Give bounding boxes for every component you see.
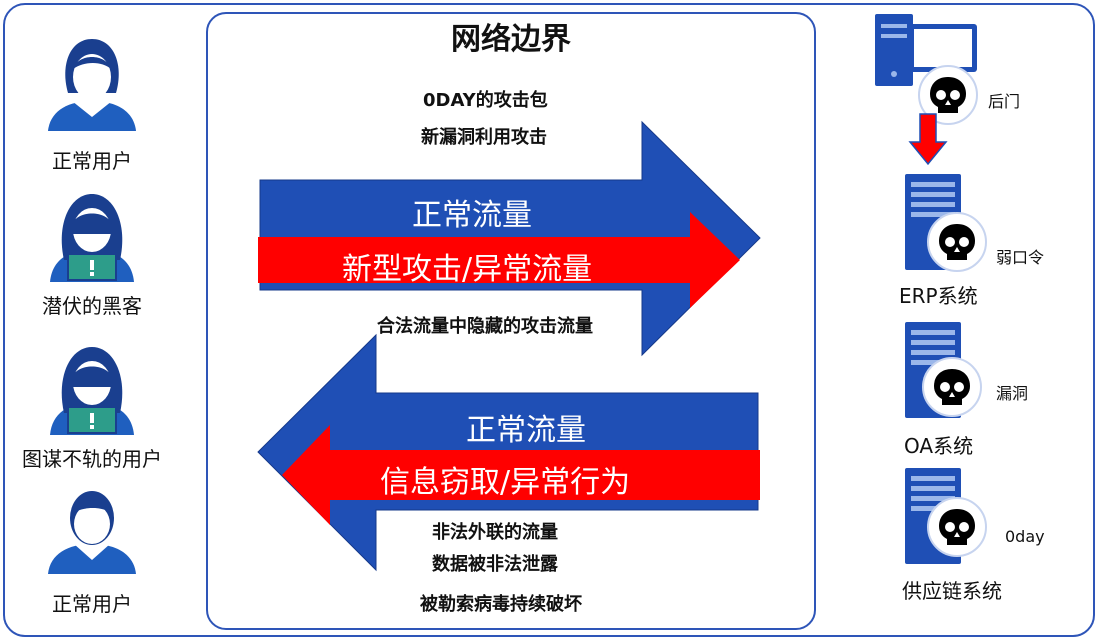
outer-frame — [3, 3, 1095, 637]
outbound-attack-label: 信息窃取/异常行为 — [380, 465, 631, 500]
inbound-caption: 合法流量中隐藏的攻击流量 — [377, 316, 593, 337]
diagram-title: 网络边界 — [451, 22, 571, 57]
outbound-caption-ransomware: 被勒索病毒持续破坏 — [420, 594, 582, 615]
supply-chain-system-label: 供应链系统 — [902, 579, 1002, 603]
user-label-normal-1: 正常用户 — [52, 149, 132, 173]
note-0day-packet: 0DAY的攻击包 — [423, 90, 548, 111]
user-label-normal-2: 正常用户 — [52, 592, 132, 616]
skull-icon — [918, 65, 978, 125]
skull-icon — [922, 357, 982, 417]
hacker-icon — [50, 347, 134, 435]
network-boundary-frame — [206, 12, 816, 630]
outbound-caption-data-leak: 数据被非法泄露 — [432, 554, 558, 575]
hacker-icon — [50, 194, 134, 282]
note-new-exploit: 新漏洞利用攻击 — [421, 127, 547, 148]
erp-system-label: ERP系统 — [899, 284, 978, 308]
oa-system-label: OA系统 — [904, 434, 974, 458]
user-female-icon — [48, 39, 136, 131]
outbound-caption-illegal-outbound: 非法外联的流量 — [432, 522, 558, 543]
outbound-normal-label: 正常流量 — [466, 413, 586, 448]
oa-tag: 漏洞 — [996, 384, 1029, 403]
desktop-computer-icon — [875, 14, 977, 86]
skull-icon — [927, 212, 987, 272]
workstation-tag: 后门 — [988, 92, 1021, 111]
inbound-attack-label: 新型攻击/异常流量 — [342, 252, 593, 287]
erp-tag: 弱口令 — [996, 248, 1045, 267]
skull-icon — [927, 497, 987, 557]
user-male-icon — [48, 491, 136, 574]
user-label-lurking-hacker: 潜伏的黑客 — [42, 294, 142, 318]
supply-chain-tag: 0day — [1005, 527, 1045, 546]
user-label-malicious-user: 图谋不轨的用户 — [22, 447, 162, 471]
inbound-normal-label: 正常流量 — [412, 198, 532, 233]
down-arrow-icon — [908, 113, 948, 166]
